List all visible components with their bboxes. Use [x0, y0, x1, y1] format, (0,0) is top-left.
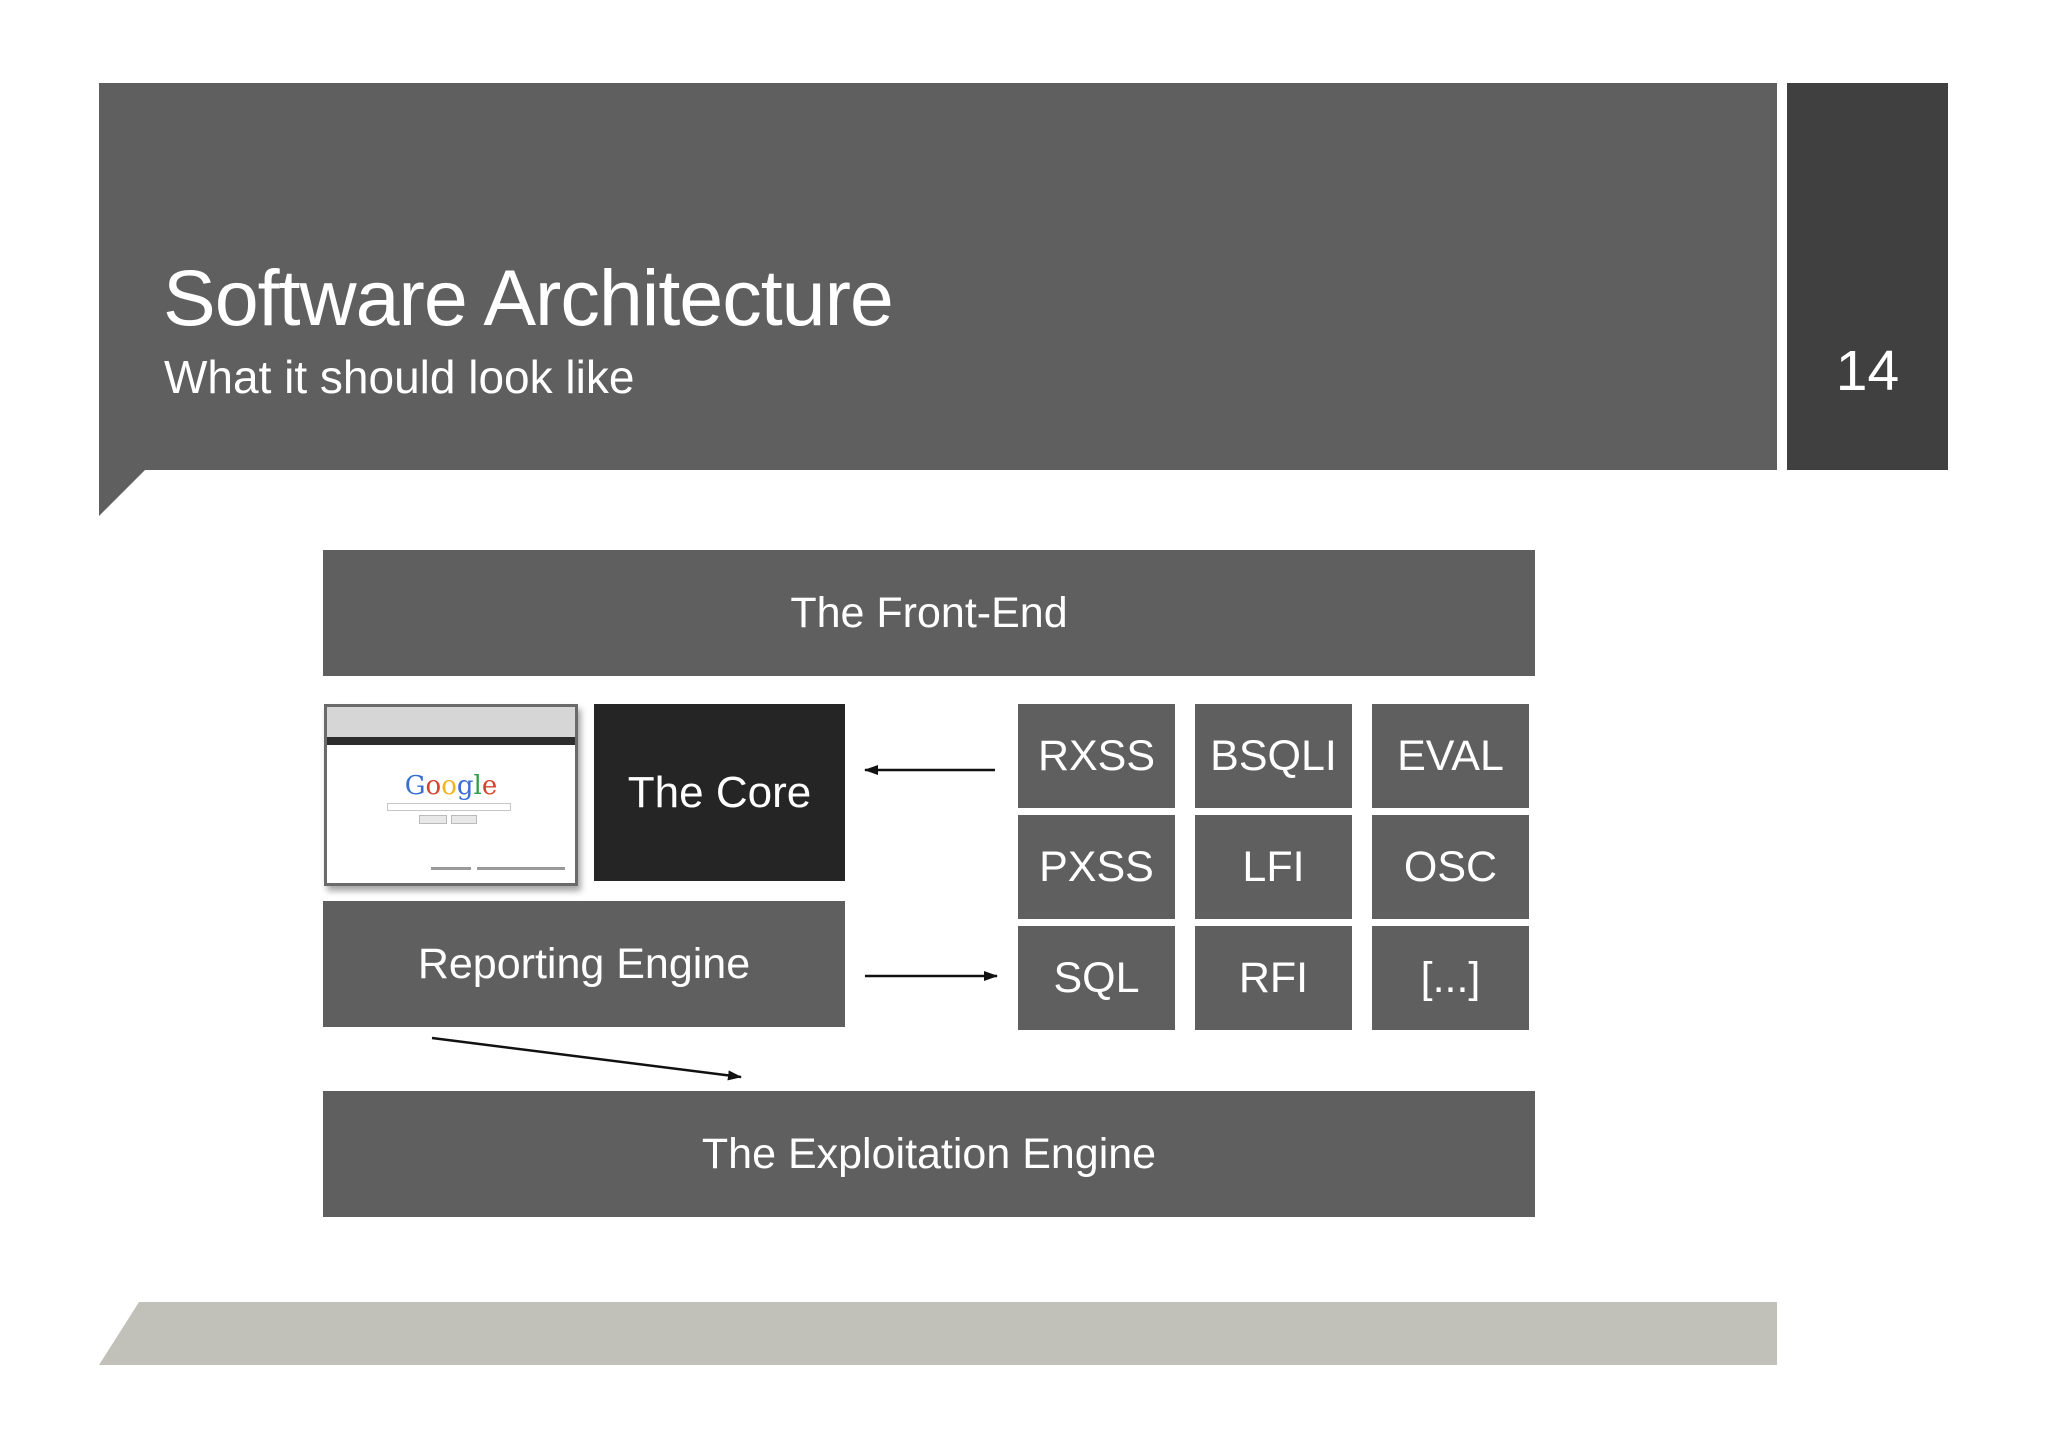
module-osc: OSC [1372, 815, 1529, 919]
screenshot-footer-2 [477, 867, 565, 870]
browser-toolbar [327, 707, 575, 738]
screenshot-button-1 [419, 815, 447, 824]
header-band [99, 83, 1777, 470]
browser-screenshot: Google [324, 704, 578, 886]
screenshot-button-2 [451, 815, 477, 824]
module-label: BSQLI [1210, 731, 1337, 780]
page-number: 14 [1835, 339, 1900, 403]
slide-subtitle: What it should look like [164, 351, 635, 403]
module-label: LFI [1242, 842, 1305, 891]
front-end-label: The Front-End [790, 588, 1068, 637]
module-lfi: LFI [1195, 815, 1352, 919]
page-number-box [1787, 83, 1948, 470]
footer-band [99, 1302, 1777, 1365]
google-logo: Google [327, 771, 575, 801]
module-sql: SQL [1018, 926, 1175, 1030]
slide-title: Software Architecture [163, 253, 894, 342]
reporting-engine-label: Reporting Engine [417, 939, 751, 988]
module-label: RXSS [1037, 731, 1156, 780]
google-logo-letter: o [441, 771, 457, 801]
module-rxss: RXSS [1018, 704, 1175, 808]
reporting-engine-box: Reporting Engine [323, 901, 845, 1027]
screenshot-search-box [387, 803, 511, 811]
module-eval: EVAL [1372, 704, 1529, 808]
google-logo-letter: G [404, 771, 426, 801]
arrow-reporting-to-exploitation [431, 1036, 742, 1081]
module-rfi: RFI [1195, 926, 1352, 1030]
google-logo-letter: o [425, 771, 442, 801]
module-label: EVAL [1397, 731, 1504, 780]
module-pxss: PXSS [1018, 815, 1175, 919]
module-label: SQL [1053, 953, 1140, 1002]
google-logo-letter: e [481, 771, 498, 801]
module-label: [...] [1420, 953, 1481, 1002]
google-logo-letter: l [473, 771, 482, 801]
screenshot-footer-1 [431, 867, 471, 870]
module-label: RFI [1238, 953, 1309, 1002]
exploitation-engine-box: The Exploitation Engine [323, 1091, 1535, 1217]
module-more: [...] [1372, 926, 1529, 1030]
header-notch [99, 470, 145, 516]
module-label: PXSS [1039, 842, 1154, 891]
core-box: The Core [594, 704, 845, 881]
browser-nav-strip [327, 737, 575, 745]
google-logo-text: Google [405, 771, 497, 801]
google-logo-letter: g [456, 771, 474, 801]
module-bsqli: BSQLI [1195, 704, 1352, 808]
module-label: OSC [1403, 842, 1498, 891]
exploitation-engine-label: The Exploitation Engine [701, 1129, 1157, 1178]
core-label: The Core [627, 767, 812, 817]
front-end-box: The Front-End [323, 550, 1535, 676]
